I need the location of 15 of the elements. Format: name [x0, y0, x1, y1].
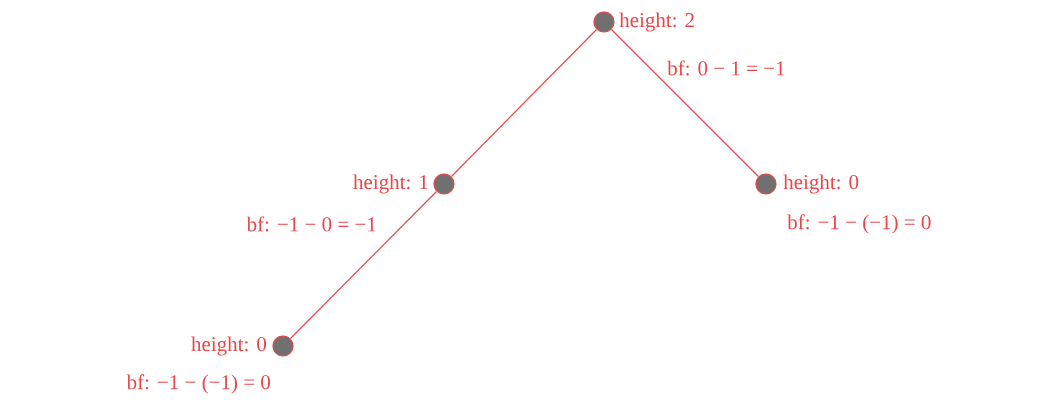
balance-factor-label: bf: 0 − 1 = −1	[667, 60, 785, 76]
tree-node	[593, 11, 615, 33]
height-label: height: 1	[353, 174, 428, 194]
tree-node	[755, 173, 777, 195]
height-label: height: 0	[783, 174, 859, 194]
balance-factor-label: bf: −1 − (−1) = 0	[787, 214, 931, 234]
tree-edge	[450, 28, 598, 178]
tree-node	[272, 335, 294, 357]
balance-factor-label: bf: −1 − 0 = −1	[246, 216, 376, 232]
height-label: height: 0	[191, 336, 267, 356]
tree-edge	[289, 190, 438, 340]
tree-edge	[610, 28, 760, 178]
height-label: height: 2	[619, 12, 694, 32]
balance-factor-label: bf: −1 − (−1) = 0	[126, 374, 270, 394]
tree-node	[433, 173, 455, 195]
